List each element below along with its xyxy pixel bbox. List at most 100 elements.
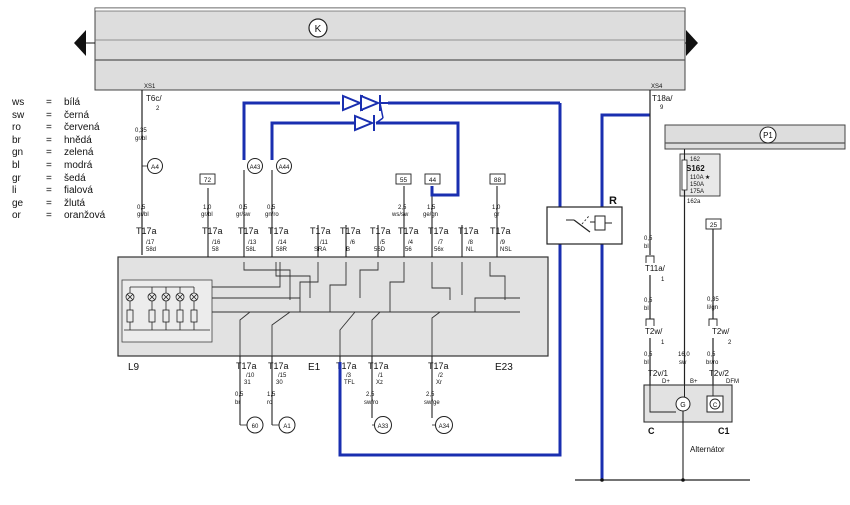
legend-row: or=oranžová xyxy=(12,210,106,222)
fuse-rating-3: 175A xyxy=(690,189,704,195)
pin17-term: 58d xyxy=(146,247,156,253)
pin17-gauge: 0,5 xyxy=(137,205,146,211)
pin13-conn: T17a xyxy=(238,226,259,236)
pin3-pin: /3 xyxy=(346,373,352,379)
t2v1-term: D+ xyxy=(662,379,670,385)
bus-left-arrow-icon xyxy=(74,30,86,56)
pin4-term: 56 xyxy=(405,247,412,253)
bus-right-arrow-icon xyxy=(686,30,698,56)
pin5-term: 56D xyxy=(374,247,386,253)
pin9-gauge: 1,0 xyxy=(492,205,501,211)
fuse-top: 162 xyxy=(690,157,701,163)
right-branch: XS4 T18a/ 9 0,5 bl T11a/ 1 0,5 bl T2w/ 1… xyxy=(644,84,732,385)
pin3-conn: T17a xyxy=(336,361,357,371)
pin14-term: 58R xyxy=(276,247,288,253)
right-wire2-gauge: 0,5 xyxy=(644,298,653,304)
legend-row: gn=zelená xyxy=(12,147,94,159)
pin14-gauge: 0,5 xyxy=(267,205,276,211)
pin10-conn: T17a xyxy=(236,361,257,371)
pin14-color: gn/ro xyxy=(265,212,279,218)
pin4-pin: /4 xyxy=(408,240,414,246)
module-l9-label: L9 xyxy=(128,362,140,373)
bplus-gauge: 16,0 xyxy=(678,352,690,358)
blue-wires xyxy=(242,101,650,480)
pin16-pin: /16 xyxy=(212,240,221,246)
pin13-color: gr/sw xyxy=(236,212,251,218)
pin7-gauge: 1,5 xyxy=(427,205,436,211)
pin15-conn: T17a xyxy=(268,361,289,371)
right-wire1-gauge: 0,5 xyxy=(644,236,653,242)
pin14-conn: T17a xyxy=(268,226,289,236)
pin2-conn: T17a xyxy=(428,361,449,371)
pin10-gauge: 0,5 xyxy=(235,392,244,398)
pin1-pin: /1 xyxy=(378,373,384,379)
pin4-conn: T17a xyxy=(398,226,419,236)
right-wire2-color: bl xyxy=(644,306,649,312)
pin7-color: ge/gn xyxy=(423,212,438,218)
top-pin-wires: A43 A44 72 55 44 88 xyxy=(199,158,506,257)
ref-60: 60 xyxy=(252,424,259,430)
xs1-label: XS1 xyxy=(144,84,156,90)
right-wire3-color: bl xyxy=(644,360,649,366)
pin5-pin: /5 xyxy=(380,240,386,246)
t11a-pin: 1 xyxy=(661,277,665,283)
pin10-pin: /10 xyxy=(246,373,255,379)
pin9-conn: T17a xyxy=(490,226,511,236)
dfm2-color: br/ro xyxy=(706,360,719,366)
pin9-pin: /9 xyxy=(500,240,506,246)
diode-pair xyxy=(342,94,388,132)
pin6-pin: /6 xyxy=(350,240,356,246)
ref-a1: A1 xyxy=(283,424,291,430)
alternator-c-label: C xyxy=(648,426,655,436)
pin13-gauge: 0,5 xyxy=(239,205,248,211)
pin2-gauge: 2,5 xyxy=(426,392,435,398)
pin11-term: SRA xyxy=(314,247,326,253)
bus-p1-label: P1 xyxy=(763,131,773,140)
legend-row: sw=černá xyxy=(12,109,90,121)
ref-a34: A34 xyxy=(439,424,450,430)
ref-a4: A4 xyxy=(151,164,159,171)
pin4-gauge: 2,5 xyxy=(398,205,407,211)
pin9-color: gr xyxy=(494,212,499,218)
pin15-color: ro xyxy=(267,400,273,406)
legend-row: li=fialová xyxy=(12,185,93,197)
legend-row: gr=šedá xyxy=(12,172,86,184)
pin8-pin: /8 xyxy=(468,240,474,246)
fuse-rating-1: 110A ★ xyxy=(690,174,710,181)
t2w2-pin: 2 xyxy=(728,340,732,346)
t11a-conn: T11a/ xyxy=(645,264,666,273)
light-switch-module: L9 E1 E23 xyxy=(117,256,549,373)
xs4-label: XS4 xyxy=(651,84,663,90)
alternator: T2v/1 D+ B+ T2v/2 DFM G C C C1 Alternáto… xyxy=(643,369,739,480)
pin6-conn: T17a xyxy=(340,226,361,236)
t2w2-conn: T2w/ xyxy=(712,327,730,336)
pin7-conn: T17a xyxy=(428,226,449,236)
legend-row: ge=žlutá xyxy=(12,197,86,209)
pin15-pin: /15 xyxy=(278,373,287,379)
t2v2-term: DFM xyxy=(726,379,739,385)
pin10-color: br xyxy=(235,400,240,406)
pin7-term: 56x xyxy=(434,247,444,253)
regulator-symbol-icon: C xyxy=(713,403,718,409)
relay-r: R xyxy=(546,195,623,245)
top-wire-gauge: 0,35 xyxy=(135,128,147,134)
pin1-color: sw/ro xyxy=(364,400,379,406)
pin17-conn: T17a xyxy=(136,226,157,236)
wire-color-legend: ws=bílá sw=černá ro=červená br=hnědá gn=… xyxy=(12,97,105,223)
fuse-rating-2: 150A xyxy=(690,182,704,188)
t6c-pin-label: 2 xyxy=(156,106,160,112)
pin16-conn: T17a xyxy=(202,226,223,236)
ref-box-25: 25 xyxy=(710,222,718,229)
ref-a44: A44 xyxy=(279,165,290,171)
dfm-gauge: 0,35 xyxy=(707,297,719,303)
pin16-gauge: 1,0 xyxy=(203,205,212,211)
ref-box-44: 44 xyxy=(429,177,437,184)
top-pin-labels: 0,5 gr/bl T17a /17 58d 1,0 gr/bl T17a /1… xyxy=(136,205,512,253)
pin11-pin: /11 xyxy=(320,240,329,246)
fuse-bottom: 162a xyxy=(687,199,701,205)
pin14-pin: /14 xyxy=(278,240,287,246)
pin6-term: B xyxy=(346,247,350,253)
pin10-term: 31 xyxy=(244,380,251,386)
pin5-conn: T17a xyxy=(370,226,391,236)
